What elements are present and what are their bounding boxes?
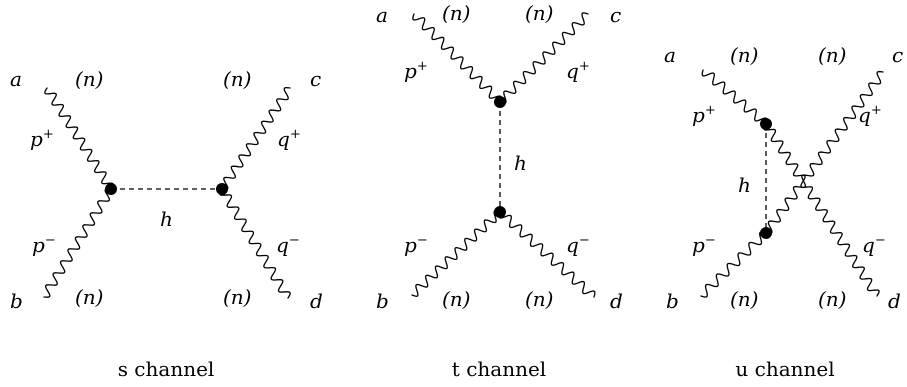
u-label-n-bottom-right: (n) [818,287,847,311]
u-channel-diagram: a (n) (n) c p+ q+ h p− q− b (n) (n) d u … [664,43,903,381]
t-vertex-top [494,96,506,108]
t-label-d: d [610,289,623,313]
u-vertex-bottom [760,227,772,239]
u-label-p-minus: p− [692,233,716,257]
t-label-n-bottom-right: (n) [525,287,554,311]
u-photon-q-plus-crossed [765,70,884,235]
u-label-n-top-left: (n) [730,43,759,67]
u-label-d: d [888,289,901,313]
u-label-q-plus: q+ [858,103,882,127]
t-label-a: a [376,3,388,27]
s-label-q-minus: q− [276,233,300,257]
t-label-b: b [376,289,389,313]
t-photon-c [499,12,589,104]
t-channel-caption: t channel [452,357,546,381]
u-label-b: b [666,289,679,313]
t-label-p-minus: p− [404,233,428,257]
u-label-h: h [738,173,751,197]
t-label-h: h [514,151,527,175]
u-label-n-bottom-left: (n) [730,287,759,311]
s-label-n-top-right: (n) [223,67,252,91]
t-label-n-bottom-left: (n) [442,287,471,311]
u-photon-b [700,231,767,298]
s-label-n-bottom-left: (n) [75,285,104,309]
s-label-n-top-left: (n) [75,67,104,91]
t-photon-a [412,13,502,103]
u-label-q-minus: q− [862,233,886,257]
u-photon-a [701,69,768,125]
t-channel-diagram: a (n) (n) c p+ q+ h p− q− b (n) (n) d t … [376,1,623,381]
t-label-q-plus: q+ [566,59,590,83]
u-label-p-plus: p+ [692,103,716,127]
t-label-n-top-right: (n) [525,1,554,25]
s-vertex-right [216,183,228,195]
t-photon-d [498,211,596,298]
s-channel-caption: s channel [118,357,215,381]
s-photon-c [221,86,291,191]
u-vertex-top [760,118,772,130]
t-vertex-bottom [494,206,506,218]
u-photon-p-plus-crossed [763,123,880,297]
u-label-n-top-right: (n) [818,43,847,67]
s-label-n-bottom-right: (n) [223,285,252,309]
s-label-h: h [160,207,173,231]
t-label-n-top-left: (n) [442,1,471,25]
s-label-a: a [10,67,22,91]
s-label-b: b [10,289,23,313]
t-photon-b [411,210,501,297]
s-photon-a [44,87,114,190]
s-channel-diagram: a (n) (n) c p+ q+ h p− q− b (n) (n) d s … [10,67,323,381]
s-vertex-left [105,183,117,195]
t-label-c: c [610,3,621,27]
s-label-p-minus: p− [32,233,56,257]
u-label-c: c [892,43,903,67]
s-label-q-plus: q+ [277,127,301,151]
t-label-p-plus: p+ [404,59,428,83]
s-photon-d [219,188,291,299]
u-channel-caption: u channel [735,357,834,381]
u-label-a: a [664,43,676,67]
s-label-c: c [310,67,321,91]
s-label-d: d [310,289,323,313]
s-label-p-plus: p+ [30,127,54,151]
t-label-q-minus: q− [566,233,590,257]
s-photon-b [43,188,112,298]
